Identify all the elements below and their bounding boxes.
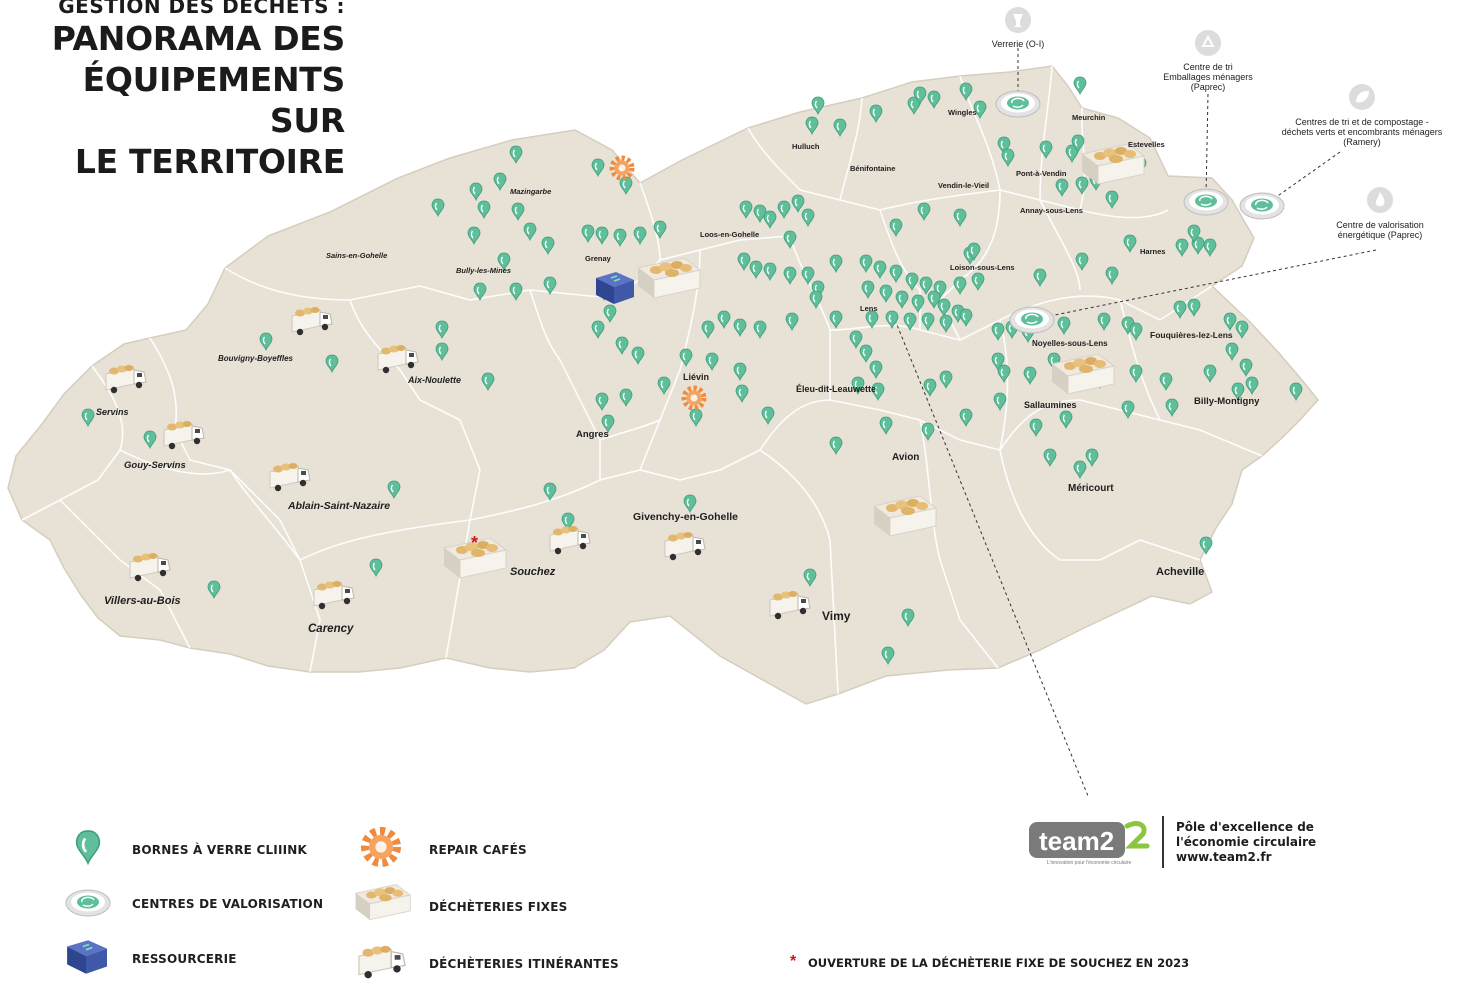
- town-label: Meurchin: [1072, 113, 1106, 122]
- callout-verrerie: Verrerie (O-I): [991, 39, 1045, 49]
- town-label: Liévin: [683, 372, 709, 382]
- legend-ressourcerie: RESSOURCERIE: [132, 952, 237, 966]
- town-label: Pont-à-Vendin: [1016, 169, 1067, 178]
- town-label: Avion: [892, 452, 919, 463]
- map-title-line1: PANORAMA DES: [51, 19, 346, 58]
- pole-excellence: Pôle d'excellence de l'économie circulai…: [1176, 820, 1316, 865]
- logo-divider: [1162, 816, 1164, 868]
- flame-icon: [1367, 187, 1393, 213]
- team2-logo: team2: [1029, 821, 1150, 858]
- legend-itinerantes: DÉCHÈTERIES ITINÉRANTES: [429, 957, 619, 971]
- repair-gear-icon: [360, 826, 402, 868]
- pin-icon: [75, 829, 101, 865]
- map-title: GESTION DES DÉCHETS : PANORAMA DES ÉQUIP…: [0, 0, 346, 182]
- souchez-star-icon: *: [471, 533, 478, 553]
- valorisation-disc-icon: [995, 90, 1041, 118]
- town-label: Bully-les-Mines: [456, 266, 511, 275]
- town-label: Bouvigny-Boyeffles: [218, 354, 294, 363]
- pole-url-link[interactable]: www.team2.fr: [1176, 850, 1272, 864]
- callout-line: (Paprec): [1190, 82, 1226, 92]
- callout-line: Emballages ménagers: [1163, 72, 1253, 82]
- town-label: Vimy: [822, 609, 851, 623]
- callout-compostage: Centres de tri et de compostage - déchet…: [1262, 117, 1462, 147]
- town-label: Ablain-Saint-Nazaire: [287, 500, 390, 512]
- pole-line: l'économie circulaire: [1176, 835, 1317, 849]
- callout-line: Centres de tri et de compostage -: [1295, 117, 1429, 127]
- town-label: Annay-sous-Lens: [1020, 206, 1083, 215]
- town-labels: Hulluch Bénifontaine Wingles Meurchin Es…: [96, 108, 1260, 635]
- pole-line: Pôle d'excellence de: [1176, 820, 1314, 834]
- souchez-note: OUVERTURE DE LA DÉCHÈTERIE FIXE DE SOUCH…: [808, 956, 1190, 970]
- map-title-line3: LE TERRITOIRE: [74, 142, 345, 181]
- town-label: Vendin-le-Vieil: [938, 181, 989, 190]
- town-label: Noyelles-sous-Lens: [1032, 339, 1108, 348]
- town-label: Acheville: [1156, 566, 1204, 578]
- callout-tri-emballages: Centre de tri Emballages ménagers (Papre…: [1148, 62, 1268, 92]
- town-label: Fouquières-lez-Lens: [1150, 330, 1233, 340]
- town-label: Givenchy-en-Gohelle: [633, 511, 738, 523]
- town-label: Loos-en-Gohelle: [700, 230, 759, 239]
- valorisation-disc-icon: [1009, 306, 1055, 334]
- town-label: Wingles: [948, 108, 977, 117]
- legend-bornes: BORNES À VERRE CLIIINK: [132, 843, 308, 857]
- town-label: Grenay: [585, 254, 612, 263]
- town-label: Lens: [860, 304, 878, 313]
- town-label: Harnes: [1140, 247, 1165, 256]
- pin-icon: [1073, 76, 1087, 95]
- legend-repair: REPAIR CAFÉS: [429, 843, 527, 857]
- valorisation-disc-icon: [1239, 192, 1285, 220]
- callout-line: Centre de tri: [1183, 62, 1233, 72]
- town-label: Hulluch: [792, 142, 820, 151]
- town-label: Angres: [576, 429, 609, 440]
- town-label: Sallaumines: [1024, 400, 1077, 410]
- callout-line: énergétique (Paprec): [1337, 230, 1423, 240]
- valorisation-disc-icon: [1183, 188, 1229, 216]
- callout-valorisation: Centre de valorisation énergétique (Papr…: [1318, 220, 1442, 240]
- town-label: Loison-sous-Lens: [950, 263, 1015, 272]
- town-label: Estevelles: [1128, 140, 1165, 149]
- dechetterie-itinerante-icon: [358, 945, 406, 979]
- town-label: Gouy-Servins: [124, 460, 186, 471]
- glass-icon: [1005, 7, 1031, 33]
- legend-fixes: DÉCHÈTERIES FIXES: [429, 900, 568, 914]
- valorisation-disc-icon: [65, 889, 111, 917]
- town-label: Billy-Montigny: [1194, 396, 1260, 407]
- legend-centres: CENTRES DE VALORISATION: [132, 897, 324, 911]
- town-label: Servins: [96, 407, 129, 417]
- town-label: Bénifontaine: [850, 164, 895, 173]
- town-label: Carency: [308, 623, 354, 635]
- callout-lines: [894, 48, 1377, 797]
- leaf-icon: [1349, 84, 1375, 110]
- town-label: Souchez: [510, 566, 556, 578]
- town-label: Méricourt: [1068, 483, 1114, 494]
- ressourcerie-cube-icon: [66, 939, 108, 975]
- town-label: Éleu-dit-Leauwette: [796, 384, 876, 394]
- recycle-icon: [1195, 30, 1221, 56]
- note-star-icon: *: [790, 953, 797, 970]
- town-label: Mazingarbe: [510, 187, 551, 196]
- logo-tagline: L'innovation pour l'économie circulaire: [1046, 860, 1132, 866]
- callout-line: Centre de valorisation: [1336, 220, 1424, 230]
- map-supertitle: GESTION DES DÉCHETS :: [58, 0, 345, 18]
- callout-line: déchets verts et encombrants ménagers: [1281, 127, 1443, 137]
- town-label: Aix-Noulette: [407, 375, 461, 385]
- town-label: Sains-en-Gohelle: [326, 251, 387, 260]
- callout-line: (Ramery): [1343, 137, 1381, 147]
- map-title-line2: ÉQUIPEMENTS SUR: [82, 60, 346, 140]
- dechetterie-fixe-icon: [355, 884, 411, 921]
- logo-text: team2: [1039, 826, 1114, 856]
- town-label: Villers-au-Bois: [104, 595, 181, 607]
